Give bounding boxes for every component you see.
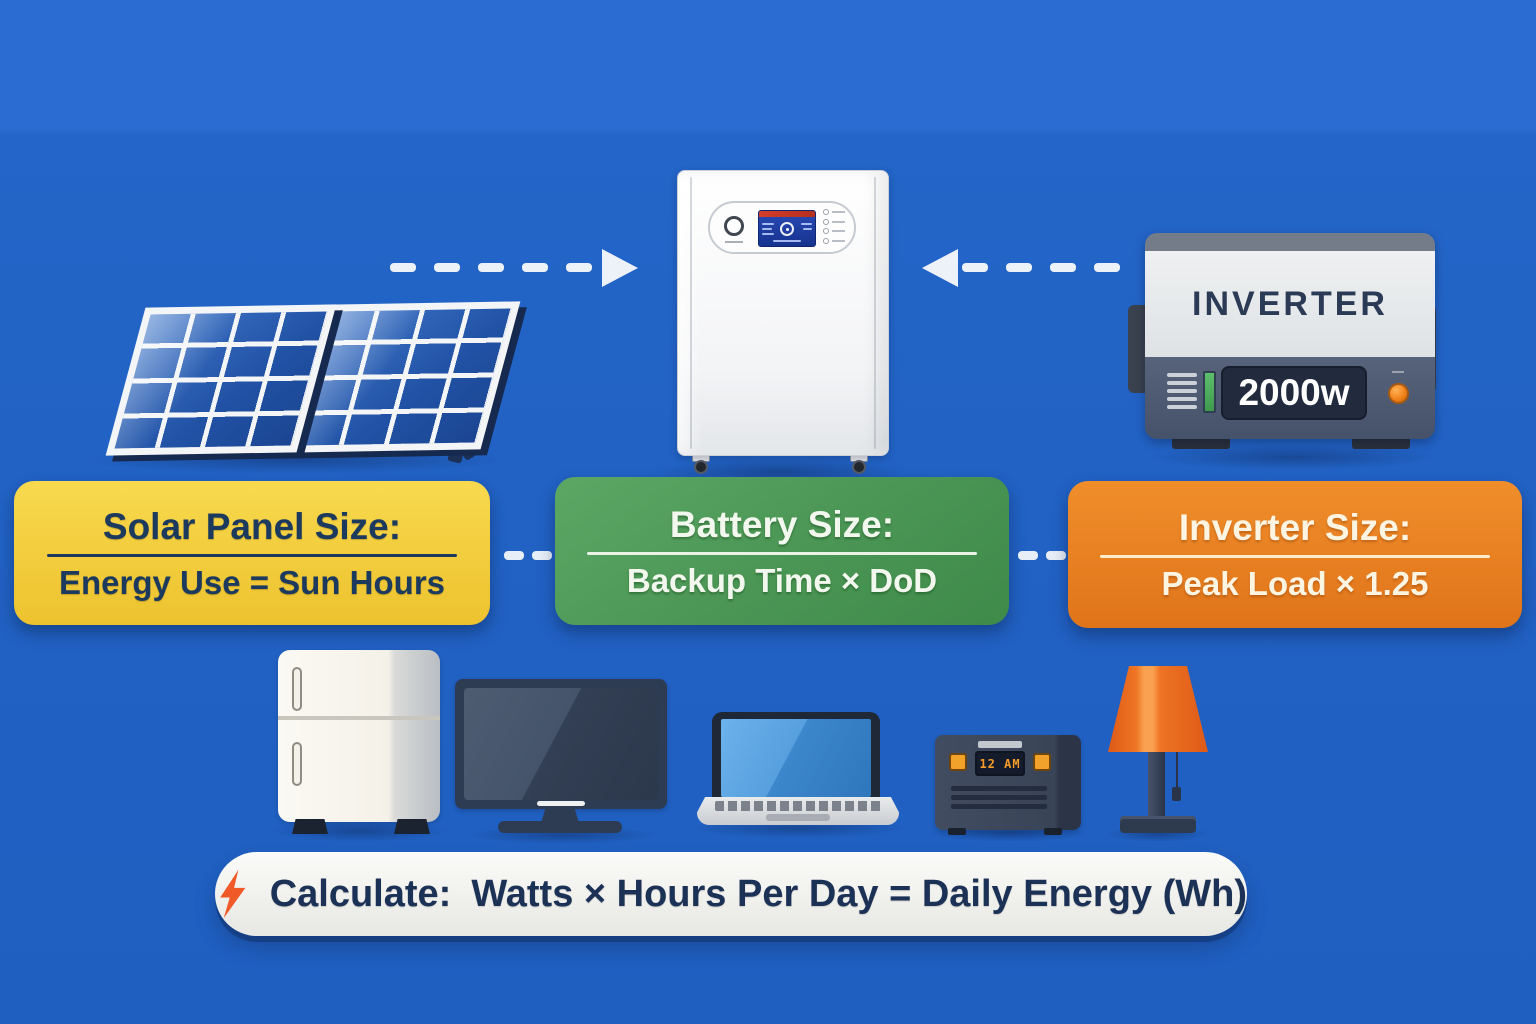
- lcd-header-bar: [759, 211, 815, 217]
- tv-logo-bar: [537, 801, 585, 806]
- lcd-data-bar: [803, 228, 812, 230]
- radio-foot: [1044, 828, 1062, 835]
- lcd-data-bar: [773, 240, 801, 242]
- fridge-handle: [292, 667, 302, 711]
- inverter-box-title: Inverter Size:: [1178, 507, 1412, 548]
- solar-box-formula: Energy Use = Sun Hours: [58, 563, 446, 601]
- led-label-mark: [832, 239, 845, 242]
- fridge-door-divider: [278, 716, 440, 720]
- solar-box-divider: [47, 553, 457, 557]
- fridge-foot: [292, 819, 328, 834]
- radio-vent-slats: [951, 786, 1047, 809]
- led-icon: [823, 218, 829, 225]
- radio-icon: 12 AM: [935, 735, 1081, 830]
- arrow-head-left-icon: [922, 249, 958, 287]
- calculate-bar: Calculate: Watts × Hours Per Day = Daily…: [215, 852, 1247, 936]
- battery-lcd-screen: [758, 210, 816, 247]
- lcd-data-bar: [801, 223, 812, 225]
- tv-stand-base: [498, 821, 622, 833]
- lcd-gauge-dot: [786, 228, 789, 231]
- power-led-label-mark: [1392, 371, 1404, 373]
- connector-dash: [1018, 551, 1038, 560]
- refrigerator-icon: [278, 650, 440, 822]
- panel-grid: [114, 311, 328, 449]
- led-icon: [823, 209, 829, 215]
- laptop-keyboard-deck: [697, 797, 899, 825]
- formula-box-inverter: Inverter Size: Peak Load × 1.25: [1068, 481, 1522, 628]
- lamp-stem: [1148, 750, 1165, 830]
- inverter-top-band: [1145, 233, 1435, 251]
- battery-box-divider: [586, 551, 978, 555]
- lamp-pull-handle: [1172, 787, 1181, 801]
- led-label-mark: [832, 230, 845, 232]
- tv-stand-neck: [541, 808, 579, 823]
- battery-control-panel: [708, 201, 856, 254]
- dashed-line: [962, 263, 1120, 272]
- tv-icon: [455, 679, 667, 809]
- lamp-shade: [1108, 666, 1208, 752]
- arrow-head-right-icon: [602, 249, 638, 287]
- laptop-icon: [712, 712, 880, 804]
- radio-display: 12 AM: [975, 751, 1025, 776]
- inverter-box-formula: Peak Load × 1.25: [1161, 565, 1429, 602]
- battery-wheel-left-tire: [694, 460, 708, 474]
- solar-box-title: Solar Panel Size:: [102, 505, 402, 547]
- lcd-data-bar: [762, 223, 774, 225]
- formula-box-solar: Solar Panel Size: Energy Use = Sun Hours: [14, 481, 490, 625]
- inverter-lower-panel: 2000w: [1145, 357, 1435, 439]
- battery-box-title: Battery Size:: [669, 503, 895, 545]
- lightning-bolt-icon: [220, 869, 246, 919]
- dashed-line: [390, 263, 592, 272]
- inverter-power-value: 2000w: [1238, 372, 1350, 413]
- lcd-gauge-icon: [780, 222, 794, 236]
- battery-seam: [690, 177, 692, 449]
- battery-wheel-right-tire: [852, 460, 866, 474]
- calculate-label: Calculate:: [269, 872, 452, 915]
- radio-foot: [948, 828, 966, 835]
- battery-box-formula: Backup Time × DoD: [626, 561, 938, 599]
- lamp-pull-cord: [1176, 752, 1178, 788]
- inverter-faceplate: INVERTER: [1145, 251, 1435, 357]
- inverter-box-divider: [1099, 555, 1491, 558]
- power-button-icon: [724, 216, 744, 236]
- lcd-data-bar: [762, 228, 772, 230]
- vent-grille-icon: [1167, 373, 1197, 409]
- inverter-label: INVERTER: [1192, 284, 1388, 323]
- inverter-body: INVERTER 2000w: [1145, 233, 1435, 439]
- calculate-formula: Watts × Hours Per Day = Daily Energy (Wh…: [471, 872, 1247, 915]
- connector-dash: [504, 551, 524, 560]
- connector-dash: [1046, 551, 1066, 560]
- radio-button: [1033, 753, 1051, 771]
- radio-display-value: 12 AM: [979, 756, 1021, 771]
- radio-button: [949, 753, 967, 771]
- led-label-mark: [832, 211, 845, 213]
- power-button-label-mark: [725, 241, 743, 243]
- radio-top-trim: [978, 741, 1022, 748]
- battery-seam: [874, 177, 876, 449]
- formula-box-battery: Battery Size: Backup Time × DoD: [555, 477, 1009, 625]
- laptop-keys: [715, 801, 881, 811]
- led-label-mark: [832, 220, 845, 223]
- inverter-handle-left: [1128, 305, 1150, 393]
- charge-level-indicator: [1203, 371, 1216, 413]
- lcd-data-bar: [762, 233, 774, 235]
- laptop-screen: [721, 719, 871, 797]
- led-icon: [823, 228, 829, 234]
- fridge-handle: [292, 742, 302, 786]
- fridge-foot: [394, 819, 430, 834]
- led-indicators: [823, 209, 845, 244]
- laptop-trackpad: [766, 814, 830, 821]
- power-led-icon: [1388, 383, 1409, 404]
- connector-dash: [532, 551, 552, 560]
- panel-grid: [298, 308, 512, 446]
- inverter-display: 2000w: [1221, 366, 1367, 420]
- lamp-base: [1120, 816, 1196, 833]
- led-icon: [823, 237, 829, 244]
- tv-screen: [464, 688, 658, 800]
